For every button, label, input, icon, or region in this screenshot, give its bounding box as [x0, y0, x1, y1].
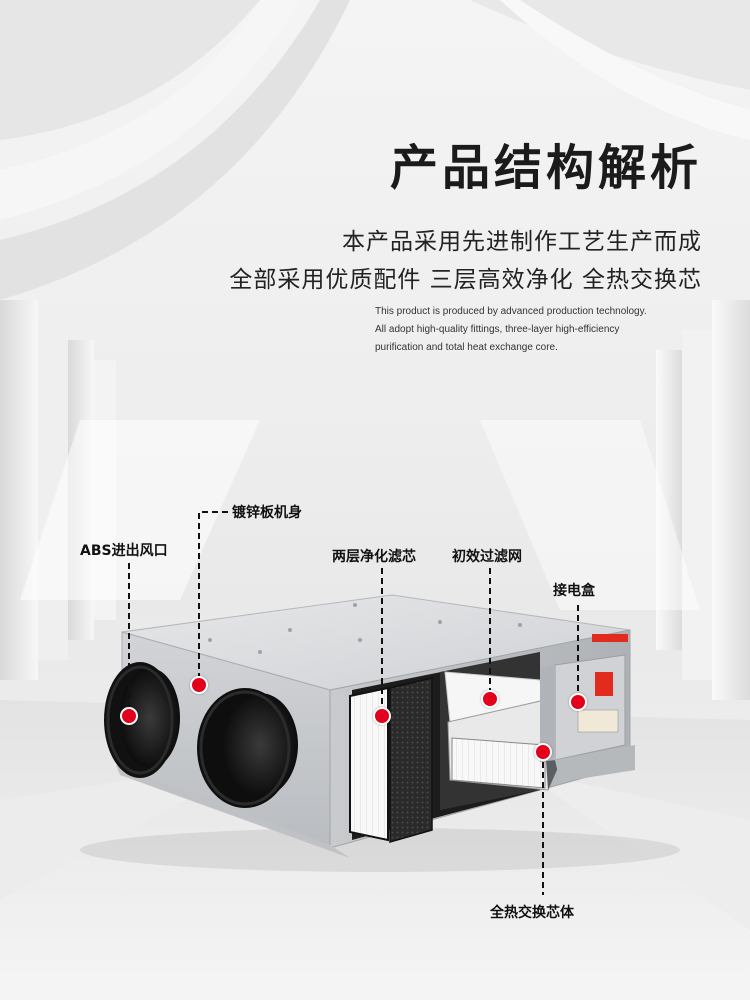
junction-box-marker — [569, 693, 587, 711]
subtitle-line-2: 全部采用优质配件 三层高效净化 全热交换芯 — [229, 267, 702, 293]
english-line-3: purification and total heat exchange cor… — [375, 342, 558, 353]
heat-exchange-core-marker — [534, 743, 552, 761]
galvanized-body-marker — [190, 676, 208, 694]
page-title: 产品结构解析 — [389, 140, 702, 196]
english-line-2: All adopt high-quality fittings, three-l… — [375, 324, 620, 335]
abs-port-marker — [120, 707, 138, 725]
english-line-1: This product is produced by advanced pro… — [375, 306, 647, 317]
primary-filter-marker — [481, 690, 499, 708]
label-double-filter: 两层净化滤芯 — [332, 549, 416, 565]
english-description: This product is produced by advanced pro… — [375, 303, 715, 357]
label-heat-exchange-core: 全热交换芯体 — [490, 905, 574, 921]
label-galvanized-body: 镀锌板机身 — [232, 505, 302, 521]
subtitle-line-1: 本产品采用先进制作工艺生产而成 — [342, 229, 702, 255]
callout-leader-lines — [128, 511, 579, 895]
double-filter-marker — [373, 707, 391, 725]
label-junction-box: 接电盒 — [553, 583, 595, 599]
label-abs-port: ABS进出风口 — [80, 543, 168, 559]
label-primary-filter: 初效过滤网 — [452, 549, 522, 565]
